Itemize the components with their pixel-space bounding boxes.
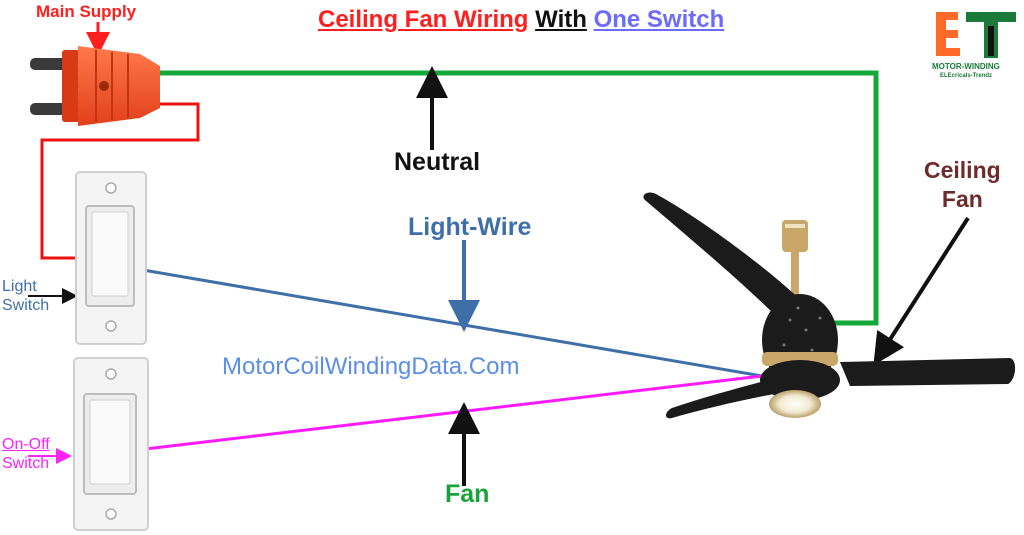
title-part-switch: One Switch bbox=[593, 6, 725, 33]
fan-label: Fan bbox=[445, 480, 490, 508]
pointer-arrows bbox=[28, 22, 970, 486]
light-switch-label: Light Switch bbox=[2, 277, 49, 315]
light-switch-label-line1: Light bbox=[2, 278, 37, 295]
ceiling-fan-label-line2: Fan bbox=[941, 186, 983, 212]
title-part-wiring: Ceiling Fan Wiring bbox=[318, 6, 529, 33]
onoff-switch-label-line2: Switch bbox=[2, 455, 50, 472]
plug-icon bbox=[30, 46, 160, 126]
logo-text-line2: ELEcricals-Trendz bbox=[940, 73, 993, 79]
main-supply-label: Main Supply bbox=[36, 2, 137, 21]
light-switch-label-line2: Switch bbox=[2, 297, 50, 314]
onoff-switch-label: On-Off Switch bbox=[2, 435, 50, 473]
onoff-switch-icon bbox=[73, 357, 149, 531]
light-switch-icon bbox=[75, 171, 147, 345]
title-part-with: With bbox=[535, 6, 587, 33]
neutral-label: Neutral bbox=[394, 148, 481, 176]
ceiling-fan-icon bbox=[643, 192, 1016, 419]
brand-logo bbox=[928, 6, 1020, 82]
light-wire-label: Light-Wire bbox=[408, 213, 532, 241]
ceiling-fan-label-line1: Ceiling bbox=[924, 157, 1001, 183]
supply-wire bbox=[40, 102, 200, 260]
website-watermark: MotorCoilWindingData.Com bbox=[222, 353, 520, 380]
ceiling-fan-label: Ceiling Fan bbox=[924, 156, 1001, 214]
page-title: Ceiling Fan Wiring With One Switch bbox=[318, 6, 724, 34]
logo-text-line1: MOTOR-WINDING bbox=[932, 62, 1000, 71]
onoff-switch-label-line1: On-Off bbox=[2, 436, 50, 453]
ceiling-fan-arrow bbox=[873, 216, 970, 366]
neutral-wire bbox=[160, 70, 879, 326]
